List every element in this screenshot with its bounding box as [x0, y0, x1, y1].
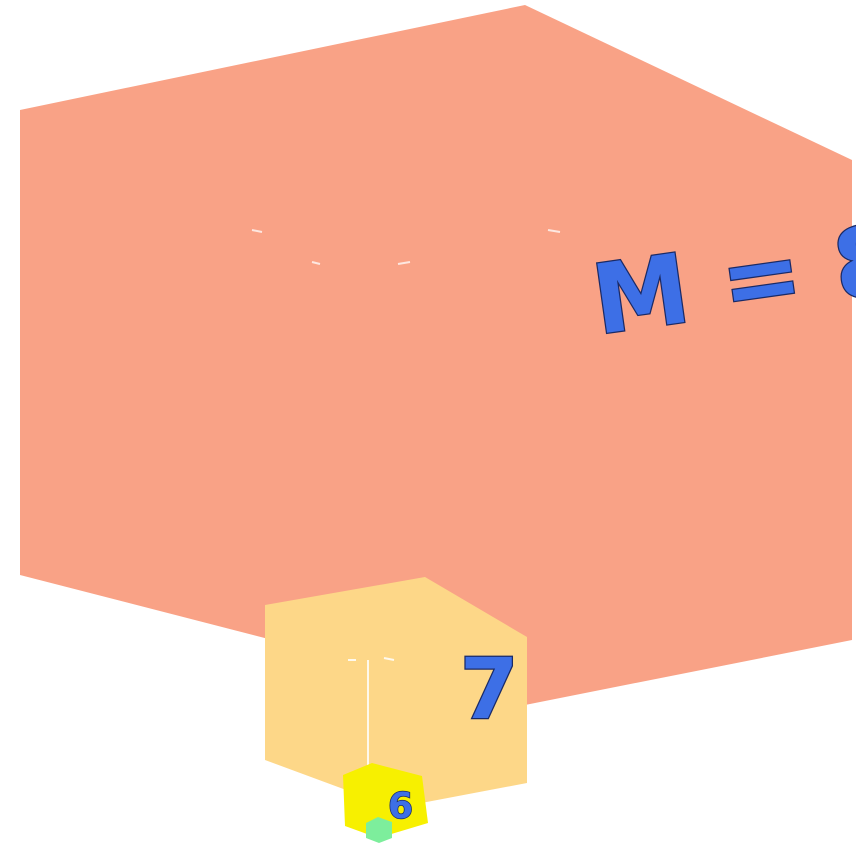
small-cube-label: 6	[388, 786, 413, 827]
medium-cube-label: 7	[460, 640, 518, 738]
